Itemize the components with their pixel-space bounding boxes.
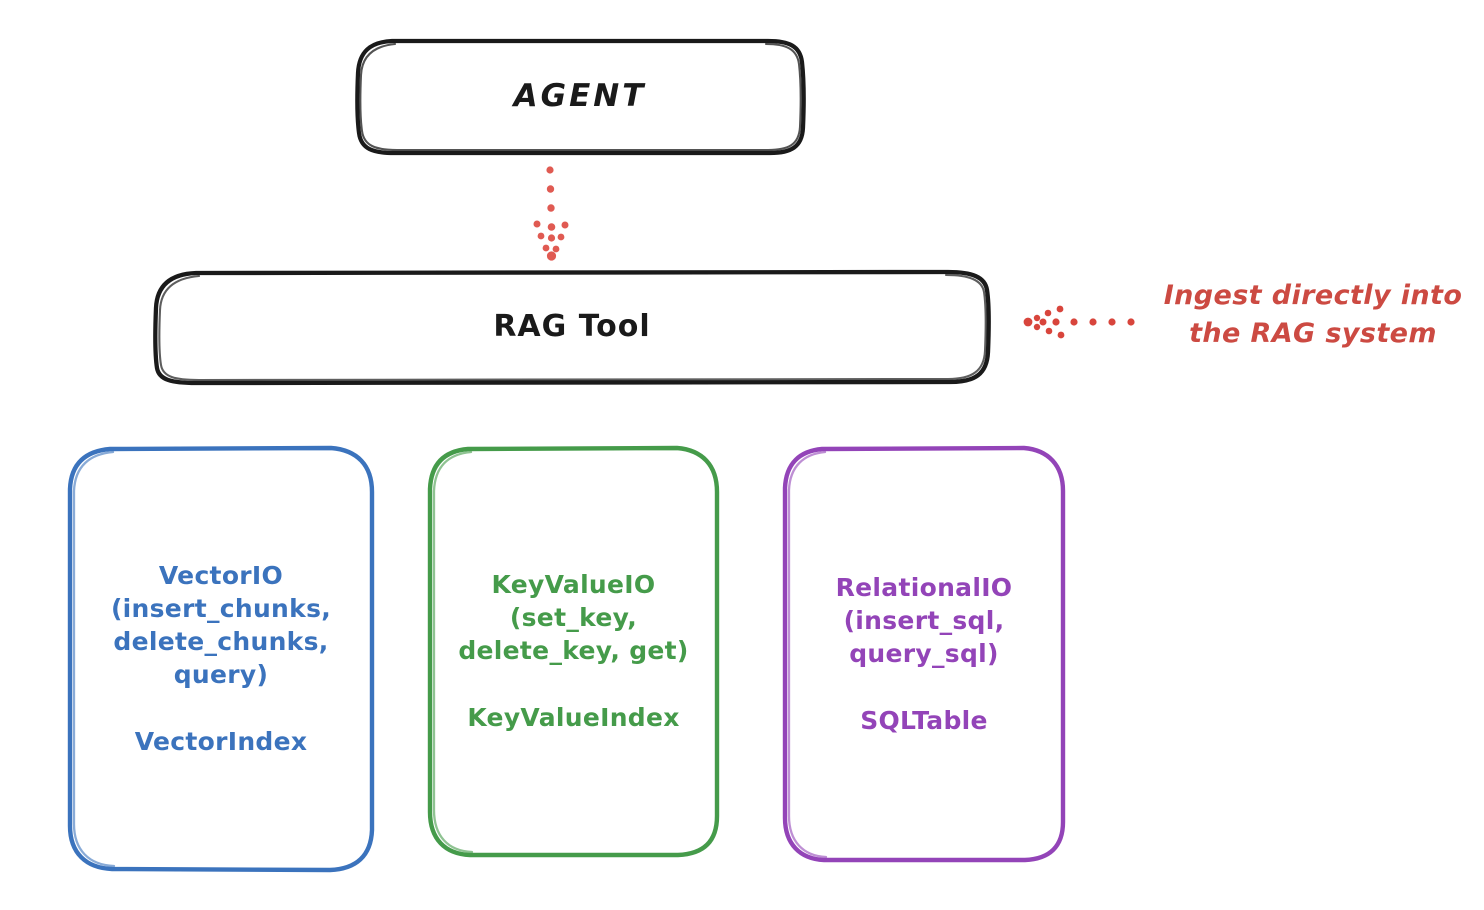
rag-tool-label: RAG Tool <box>493 309 651 345</box>
key-value-io-label-group: KeyValueIO (set_key, delete_key, get) Ke… <box>430 447 717 855</box>
vector-index-label: VectorIndex <box>134 727 308 756</box>
relational-io-label-group: RelationalIO (insert_sql, query_sql) SQL… <box>785 447 1063 860</box>
relational-io-methods: RelationalIO (insert_sql, query_sql) <box>835 572 1013 668</box>
key-value-index-label: KeyValueIndex <box>467 703 680 732</box>
vector-io-methods: VectorIO (insert_chunks, delete_chunks, … <box>110 561 332 689</box>
ingest-note-connector <box>1023 305 1135 339</box>
agent-to-rag-connector <box>533 166 569 261</box>
ingest-note-text: Ingest directly into the RAG system <box>1163 280 1463 350</box>
vector-io-label-group: VectorIO (insert_chunks, delete_chunks, … <box>70 447 372 870</box>
sql-table-label: SQLTable <box>860 705 988 735</box>
agent-label: AGENT <box>513 78 647 115</box>
key-value-io-methods: KeyValueIO (set_key, delete_key, get) <box>458 570 689 665</box>
